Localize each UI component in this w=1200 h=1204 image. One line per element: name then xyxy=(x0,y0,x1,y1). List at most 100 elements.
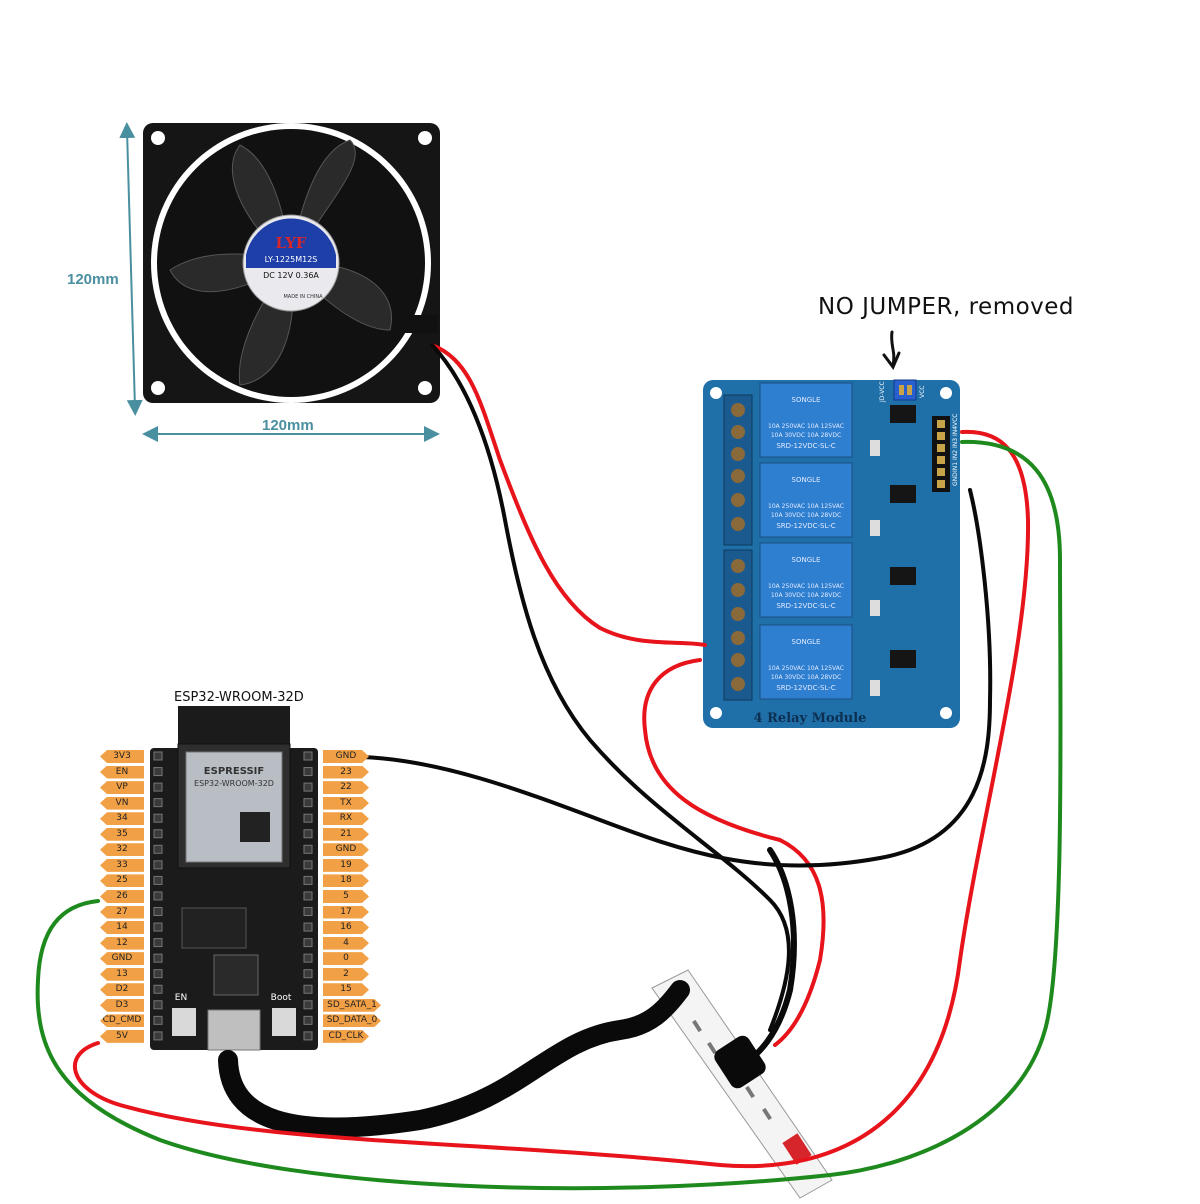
relay-module-title: 4 Relay Module xyxy=(754,711,867,726)
esp-left-pin-15: D2 xyxy=(100,983,144,997)
relay-3: SONGLE 10A 250VAC 10A 125VAC 10A 30VDC 1… xyxy=(759,542,853,618)
esp-right-pin-6: GND xyxy=(323,843,369,856)
esp-left-pin-13: GND xyxy=(100,952,144,966)
right-header-pin xyxy=(303,875,313,885)
esp-left-pin-1: EN xyxy=(100,765,144,779)
esp-right-pin-13: 0 xyxy=(323,952,369,965)
esp-left-pin-11: 14 xyxy=(100,921,144,935)
cooling-fan xyxy=(119,122,440,442)
esp-left-pin-3: VN xyxy=(100,796,144,810)
esp-right-pin-15: 15 xyxy=(323,983,369,996)
relay-4-rating-2: 10A 30VDC 10A 28VDC xyxy=(771,674,841,681)
left-header-pin xyxy=(153,984,163,994)
esp-right-pin-0: GND xyxy=(323,750,369,763)
relay-3-model: SRD-12VDC-SL-C xyxy=(776,602,835,610)
relay-red-wire xyxy=(642,658,826,1047)
esp-pin-headers xyxy=(153,751,313,1041)
esp-left-pin-2: VP xyxy=(100,781,144,795)
relay-4-model: SRD-12VDC-SL-C xyxy=(776,684,835,692)
left-header-pin xyxy=(153,1015,163,1025)
left-header-pin xyxy=(153,922,163,932)
fan-width-dimension: 120mm xyxy=(262,417,314,434)
left-header-pin xyxy=(153,844,163,854)
relay-4: SONGLE 10A 250VAC 10A 125VAC 10A 30VDC 1… xyxy=(759,624,853,700)
input-label-in3: IN3 xyxy=(952,438,959,448)
down-arrow-icon xyxy=(882,330,901,370)
gnd-black-wire xyxy=(360,488,993,868)
input-label-in1: IN1 xyxy=(952,462,959,472)
fan-model: LY-1225M12S xyxy=(265,255,318,264)
usb-cable xyxy=(218,980,690,1138)
right-header-pin xyxy=(303,782,313,792)
left-header-pin xyxy=(153,891,163,901)
esp-left-pin-14: 13 xyxy=(100,967,144,981)
esp-right-pin-16: SD_SATA_1 xyxy=(323,999,381,1012)
right-header-pin xyxy=(303,844,313,854)
screw-terminals xyxy=(723,394,753,701)
right-header-pin xyxy=(303,1015,313,1025)
relay-4-brand: SONGLE xyxy=(792,638,821,646)
left-header-pin xyxy=(153,1000,163,1010)
right-header-pin xyxy=(303,829,313,839)
relay-2-rating-2: 10A 30VDC 10A 28VDC xyxy=(771,512,841,519)
relay-1-brand: SONGLE xyxy=(792,396,821,404)
esp-right-pin-12: 4 xyxy=(323,937,369,950)
left-header-pin xyxy=(153,969,163,979)
left-header-pin xyxy=(153,798,163,808)
fan-red-wire xyxy=(430,343,707,647)
right-header-pin xyxy=(303,751,313,761)
relay-4-rating-1: 10A 250VAC 10A 125VAC xyxy=(768,665,844,672)
esp32-title: ESP32-WROOM-32D xyxy=(174,690,304,705)
jumper-header: JD-VCC VCC xyxy=(879,379,926,403)
fan-height-dimension: 120mm xyxy=(67,271,119,288)
right-header-pin xyxy=(303,798,313,808)
esp-left-pin-10: 27 xyxy=(100,905,144,919)
esp-right-pin-10: 17 xyxy=(323,906,369,919)
esp-right-pin-11: 16 xyxy=(323,921,369,934)
esp-right-pin-14: 2 xyxy=(323,968,369,981)
esp-left-pin-5: 35 xyxy=(100,827,144,841)
esp-right-pin-17: SD_DATA_0 xyxy=(323,1014,381,1027)
left-header-pin xyxy=(153,860,163,870)
esp-right-pin-9: 5 xyxy=(323,890,369,903)
input-label-in4: IN4 xyxy=(952,426,959,436)
esp-left-pin-16: D3 xyxy=(100,998,144,1012)
right-header-pin xyxy=(303,984,313,994)
right-header-pin xyxy=(303,860,313,870)
left-header-pin xyxy=(153,767,163,777)
right-header-pin xyxy=(303,891,313,901)
right-header-pin xyxy=(303,969,313,979)
esp-right-pin-5: 21 xyxy=(323,828,369,841)
esp-left-pin-4: 34 xyxy=(100,812,144,826)
relay-3-rating-1: 10A 250VAC 10A 125VAC xyxy=(768,583,844,590)
relay-1: SONGLE 10A 250VAC 10A 125VAC 10A 30VDC 1… xyxy=(759,382,853,458)
left-header-pin xyxy=(153,875,163,885)
fan-made-in: MADE IN CHINA xyxy=(283,294,323,300)
esp-right-pin-1: 23 xyxy=(323,766,369,779)
fan-rating: DC 12V 0.36A xyxy=(263,271,319,280)
left-header-pin xyxy=(153,782,163,792)
input-header: GND IN1 IN2 IN3 IN4 VCC xyxy=(932,414,959,492)
wires xyxy=(35,343,1063,1191)
relay-2-model: SRD-12VDC-SL-C xyxy=(776,522,835,530)
esp-right-pin-4: RX xyxy=(323,812,369,825)
left-header-pin xyxy=(153,829,163,839)
esp-shield-model: ESP32-WROOM-32D xyxy=(194,779,274,788)
left-header-pin xyxy=(153,953,163,963)
left-header-pin xyxy=(153,1031,163,1041)
esp-left-pin-9: 26 xyxy=(100,889,144,903)
left-header-pin xyxy=(153,938,163,948)
relay-1-model: SRD-12VDC-SL-C xyxy=(776,442,835,450)
input-label-gnd: GND xyxy=(952,472,959,486)
left-header-pin xyxy=(153,751,163,761)
power-switch xyxy=(782,1133,812,1165)
relay-1-rating-2: 10A 30VDC 10A 28VDC xyxy=(771,432,841,439)
input-label-in2: IN2 xyxy=(952,450,959,460)
esp-right-pin-7: 19 xyxy=(323,859,369,872)
en-button-label: EN xyxy=(175,993,187,1003)
jumper-label-jdvcc: JD-VCC xyxy=(879,381,886,403)
esp-left-pin-17: CD_CMD xyxy=(100,1014,144,1028)
right-header-pin xyxy=(303,1031,313,1041)
signal-green-wire xyxy=(35,439,1063,1191)
esp-left-pin-0: 3V3 xyxy=(100,750,144,763)
